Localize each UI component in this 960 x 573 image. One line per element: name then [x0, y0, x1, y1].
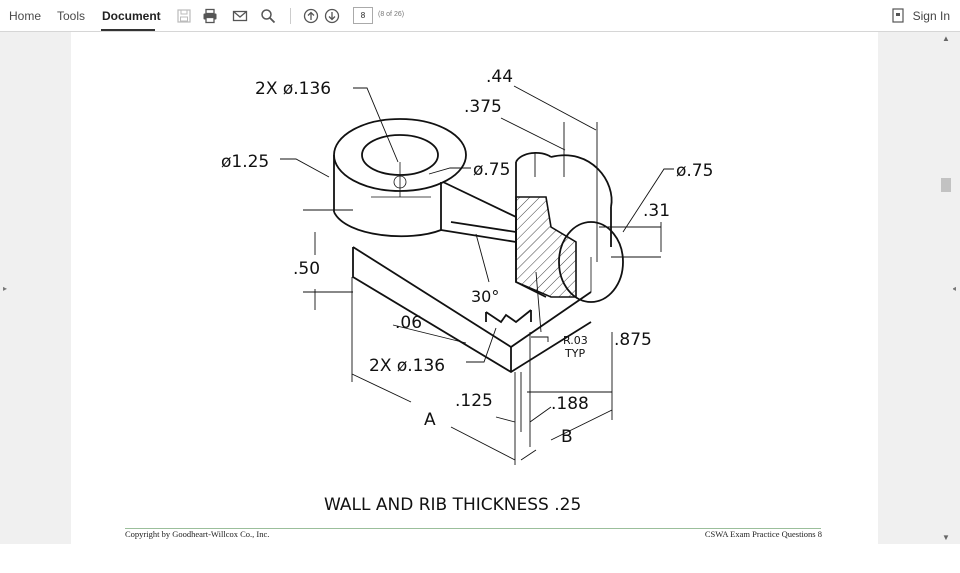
dim-044: .44	[486, 67, 513, 87]
previous-page-icon[interactable]	[303, 8, 319, 24]
dim-031: .31	[643, 201, 670, 221]
dim-0875: .875	[614, 330, 652, 350]
scroll-down-icon[interactable]: ▼	[942, 533, 950, 542]
tab-document[interactable]: Document	[102, 9, 161, 23]
page-number-input[interactable]	[353, 7, 373, 24]
sign-in-icon[interactable]	[892, 8, 904, 23]
bottom-area	[0, 544, 960, 573]
dim-0125: .125	[455, 391, 493, 411]
left-panel	[0, 32, 71, 544]
pdf-page: 2X ø.136 .44 .375 ø1.25 ø.75 ø.75 .31 .5…	[71, 32, 878, 544]
tab-home[interactable]: Home	[9, 9, 42, 23]
left-panel-toggle-icon[interactable]: ▸	[3, 284, 8, 293]
toolbar: Home Tools Document (8 of 26) Sign In	[0, 0, 960, 32]
footer-rule	[125, 528, 821, 529]
dim-dia-075-center: ø.75	[473, 160, 510, 180]
dim-dia-125: ø1.25	[221, 152, 269, 172]
tab-tools[interactable]: Tools	[57, 9, 86, 23]
dim-dia-136-top: 2X ø.136	[255, 79, 331, 99]
dim-dia-136-bottom: 2X ø.136	[369, 356, 445, 376]
dim-006: .06	[395, 313, 422, 333]
active-tab-indicator	[101, 29, 155, 31]
dim-0188: .188	[551, 394, 589, 414]
print-icon[interactable]	[202, 8, 218, 24]
right-panel-toggle-icon[interactable]: ◂	[952, 284, 957, 293]
next-page-icon[interactable]	[324, 8, 340, 24]
sign-in-link[interactable]: Sign In	[912, 9, 950, 23]
footer-copyright: Copyright by Goodheart-Willcox Co., Inc.	[125, 529, 270, 539]
vertical-scrollbar[interactable]	[940, 32, 953, 544]
dim-r003: R.03	[563, 334, 588, 347]
dim-angle-30: 30°	[471, 287, 499, 306]
save-icon[interactable]	[176, 8, 192, 24]
technical-drawing: 2X ø.136 .44 .375 ø1.25 ø.75 ø.75 .31 .5…	[221, 67, 713, 515]
dim-label-a: A	[424, 410, 436, 430]
footer-title: CSWA Exam Practice Questions 8	[704, 529, 822, 539]
center-lines	[371, 162, 592, 292]
drawing-note: WALL AND RIB THICKNESS .25	[324, 495, 581, 515]
dimension-lines	[280, 85, 674, 465]
email-icon[interactable]	[232, 8, 248, 24]
dim-0375: .375	[464, 97, 502, 117]
toolbar-separator	[290, 8, 291, 24]
dim-dia-075-right: ø.75	[676, 161, 713, 181]
page-count: (8 of 26)	[378, 11, 405, 18]
section-hatch	[515, 196, 577, 298]
search-icon[interactable]	[260, 8, 276, 24]
scrollbar-thumb[interactable]	[941, 178, 951, 192]
scroll-up-icon[interactable]: ▲	[942, 34, 950, 43]
dim-typ: TYP	[564, 347, 585, 360]
dim-050: .50	[293, 259, 320, 279]
dim-label-b: B	[561, 427, 573, 447]
